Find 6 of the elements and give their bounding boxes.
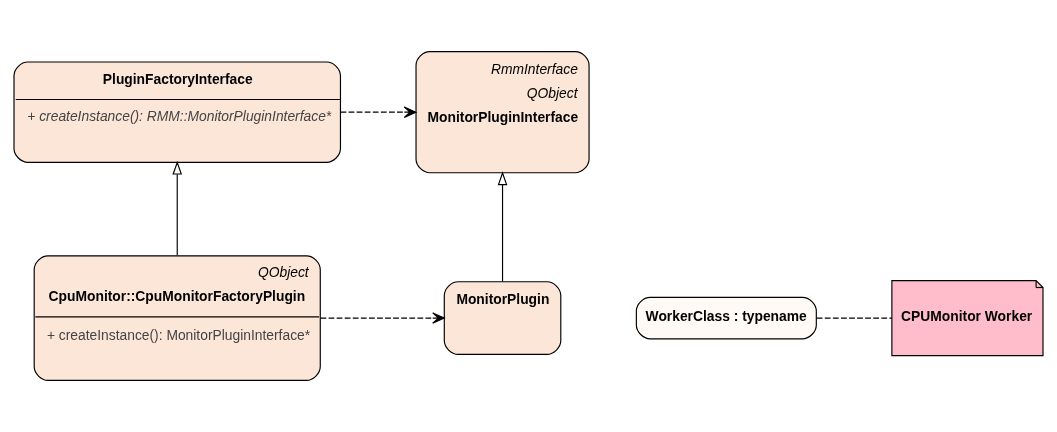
arrow: [339, 106, 417, 118]
arrow: [319, 312, 445, 324]
arrow: [497, 171, 508, 283]
arrow: [172, 160, 183, 256]
node-box: WorkerClass : typename: [635, 296, 817, 340]
connector: [816, 317, 893, 319]
